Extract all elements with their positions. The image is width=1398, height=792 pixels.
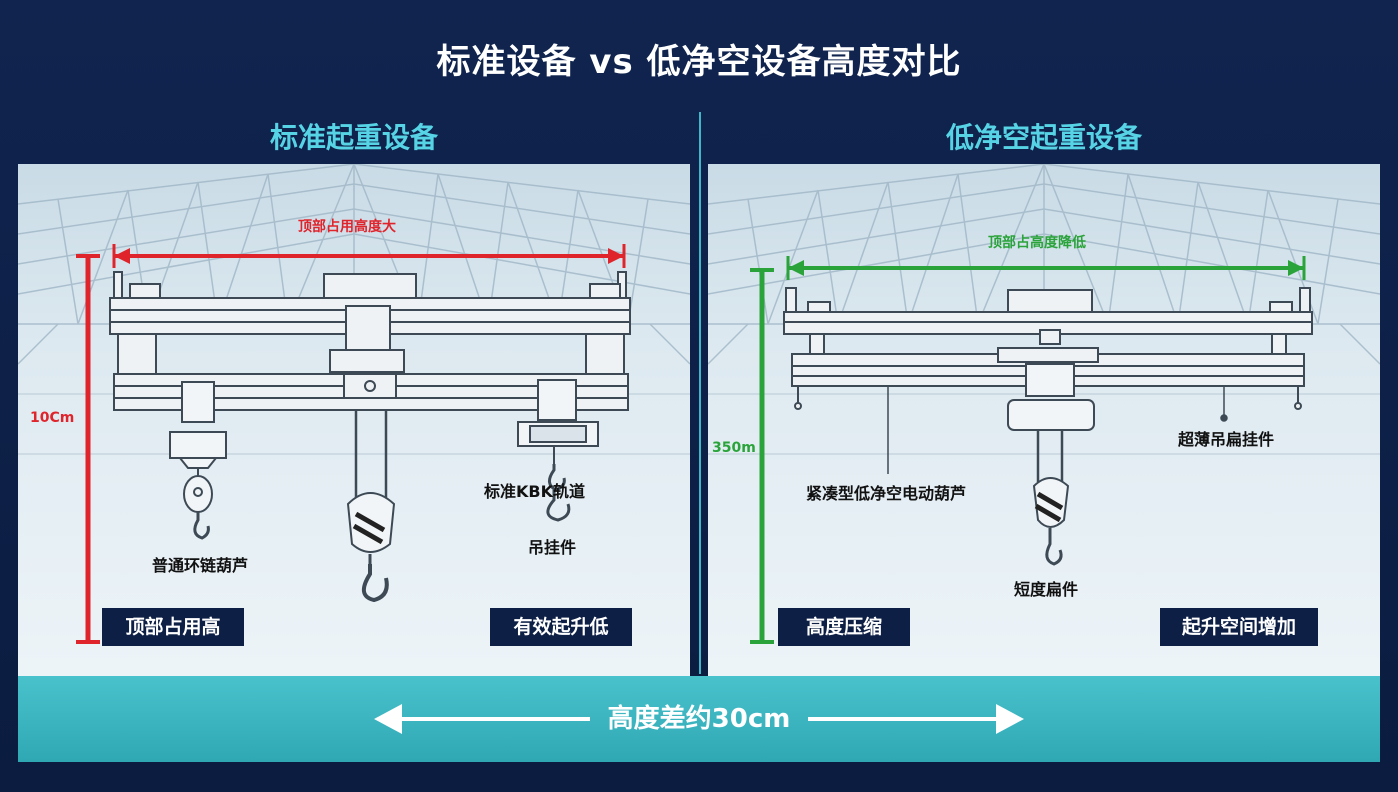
label-short-hook: 短度扁件 — [1014, 580, 1079, 599]
label-compact-hoist: 紧凑型低净空电动葫芦 — [806, 484, 967, 503]
standard-height-dim-label: 10Cm — [30, 410, 75, 426]
tag-height-compressed: 高度压缩 — [778, 608, 910, 646]
standard-top-dim-label: 顶部占用高度大 — [298, 219, 396, 235]
lowclear-panel: 顶部占高度降低 350m 紧凑型低净空电动葫芦 超薄吊扁挂件 短度扁件 高度压缩… — [708, 164, 1380, 676]
right-arrow — [808, 704, 1024, 734]
height-difference-band: 高度差约30cm — [18, 676, 1380, 762]
difference-arrows — [374, 704, 1024, 734]
lowclear-height-dim-label: 350m — [712, 440, 756, 456]
height-dimension — [750, 268, 774, 644]
height-difference-text: 高度差约30cm — [607, 704, 791, 734]
lowclear-diagram — [708, 164, 1380, 644]
chain-hoist-left — [169, 381, 227, 540]
label-hanger: 吊挂件 — [528, 538, 577, 557]
top-dimension-arrow — [112, 244, 626, 268]
label-chain-hoist: 普通环链葫芦 — [152, 556, 249, 575]
compact-hoist — [1007, 363, 1095, 566]
tag-top-occupied-high: 顶部占用高 — [102, 608, 244, 646]
kbk-hoist-right — [517, 379, 599, 522]
lowclear-top-dim-label: 顶部占高度降低 — [988, 235, 1086, 251]
standard-panel: 顶部占用高度大 10Cm 普通环链葫芦 标准KBK轨道 吊挂件 顶部占用高 有效… — [18, 164, 690, 676]
left-arrow — [374, 704, 590, 734]
tag-lift-space-increased: 起升空间增加 — [1160, 608, 1318, 646]
center-hook — [346, 410, 396, 603]
standard-heading: 标准起重设备 — [269, 121, 438, 154]
standard-diagram — [18, 164, 690, 644]
page-title: 标准设备 vs 低净空设备高度对比 — [436, 42, 962, 82]
upper-beam — [783, 287, 1313, 355]
tag-effective-lift-low: 有效起升低 — [490, 608, 632, 646]
height-dimension — [76, 254, 100, 644]
label-thin-hanger: 超薄吊扁挂件 — [1178, 430, 1275, 449]
center-divider — [699, 112, 701, 674]
top-dimension-arrow — [786, 256, 1306, 280]
callout-lines — [887, 386, 1228, 474]
roof-truss — [708, 164, 1380, 455]
lowclear-heading: 低净空起重设备 — [945, 121, 1142, 154]
label-kbk-rail: 标准KBK轨道 — [484, 482, 585, 501]
